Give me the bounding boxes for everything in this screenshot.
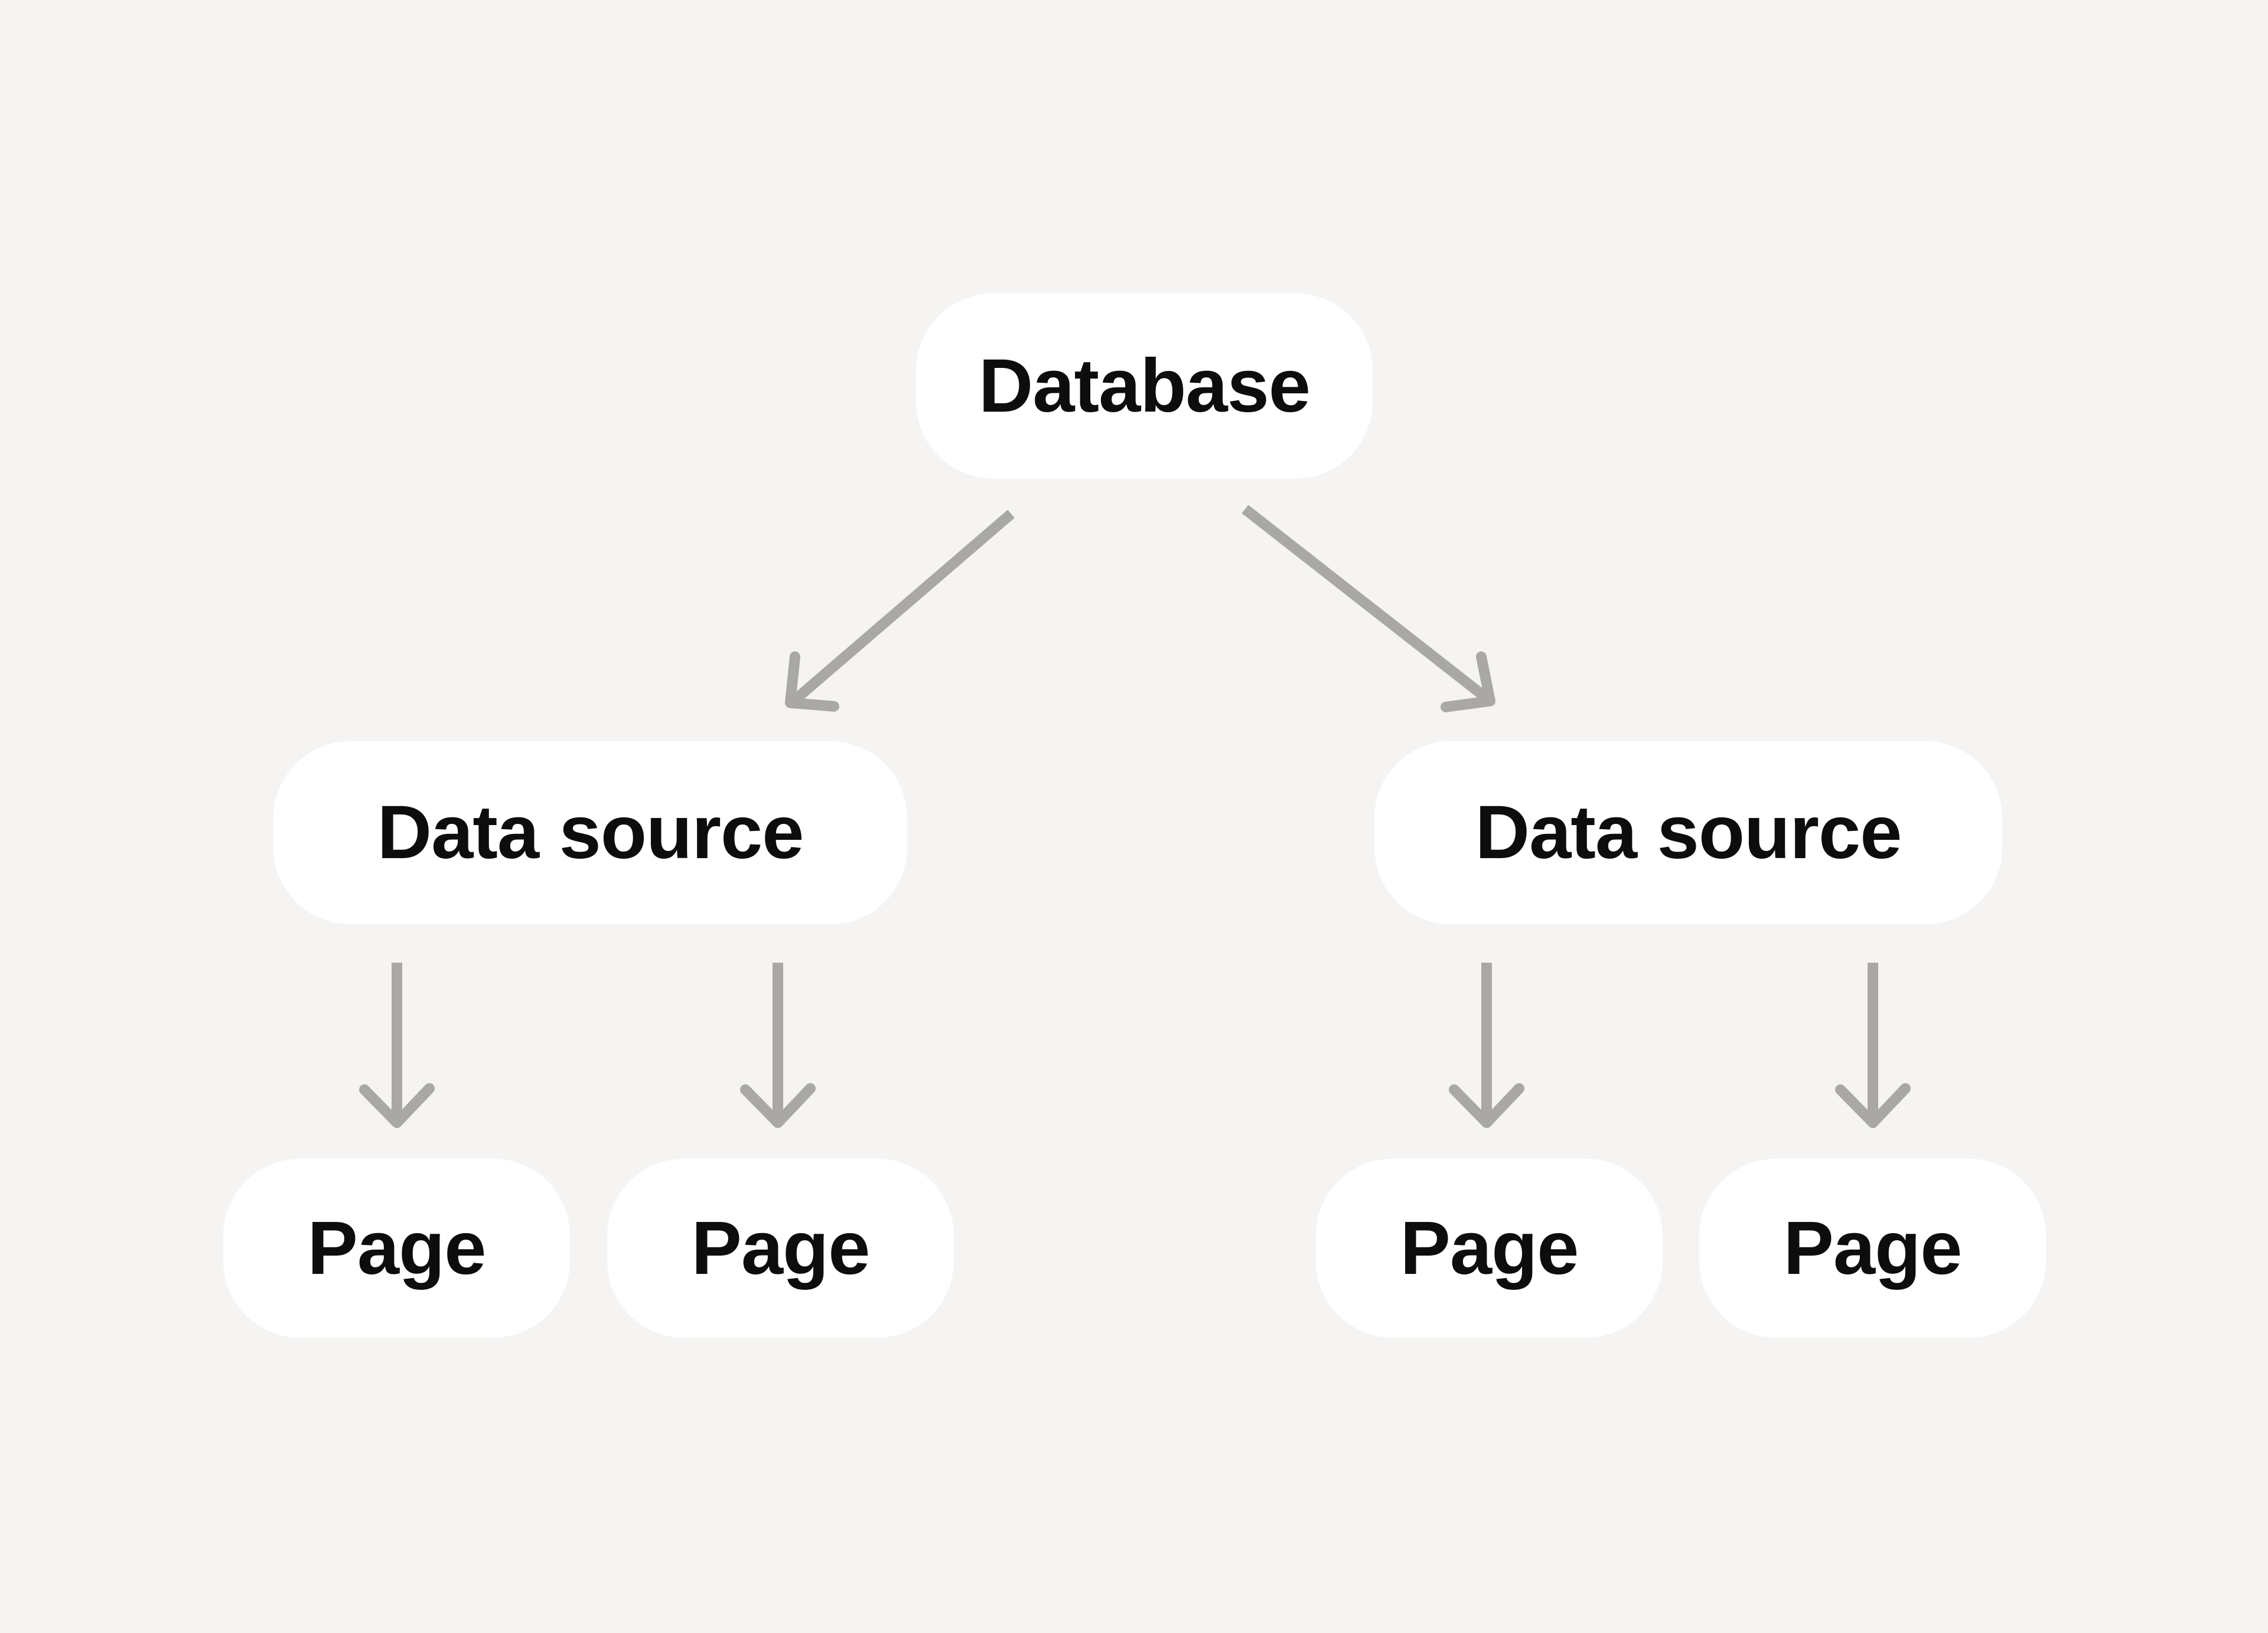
node-page-4-label: Page <box>1783 1205 1963 1290</box>
arrow-database-to-right-data-source <box>1241 504 1495 712</box>
node-page-4: Page <box>1699 1159 2046 1338</box>
arrow-right-data-source-to-page-4 <box>1835 963 1911 1128</box>
node-page-3-label: Page <box>1400 1205 1579 1290</box>
node-database-label: Database <box>978 343 1311 428</box>
node-page-1: Page <box>223 1159 570 1338</box>
arrow-right-data-source-to-page-3 <box>1449 963 1524 1128</box>
node-data-source-right-label: Data source <box>1475 790 1902 875</box>
node-page-2: Page <box>607 1159 954 1338</box>
node-data-source-right: Data source <box>1374 741 2002 924</box>
node-database: Database <box>916 294 1373 478</box>
arrow-left-data-source-to-page-1 <box>359 963 435 1128</box>
node-page-1-label: Page <box>307 1205 487 1290</box>
arrow-left-data-source-to-page-2 <box>740 963 816 1128</box>
arrow-database-to-left-data-source <box>785 510 1015 712</box>
node-data-source-left-label: Data source <box>377 790 804 875</box>
node-page-3: Page <box>1316 1159 1663 1338</box>
node-page-2-label: Page <box>691 1205 871 1290</box>
node-data-source-left: Data source <box>273 741 907 924</box>
